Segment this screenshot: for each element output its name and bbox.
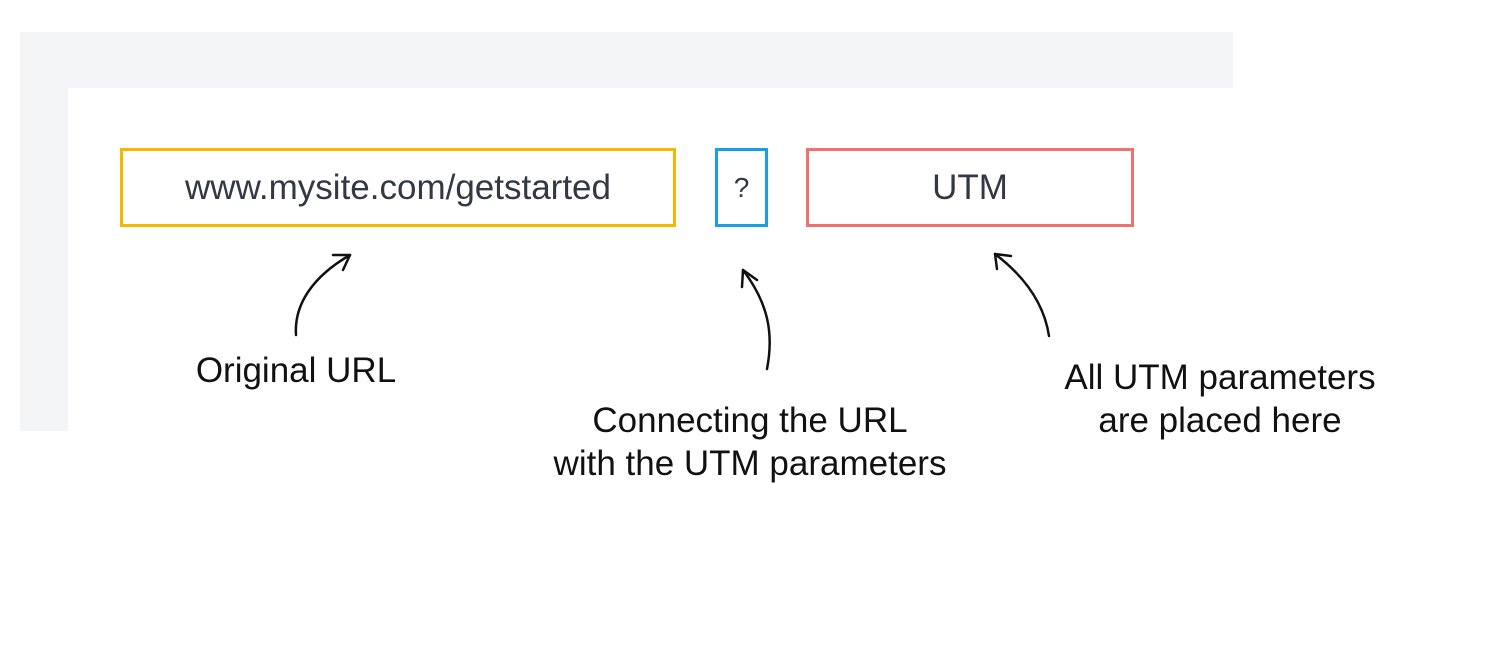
utm-parameters-caption: All UTM parameters are placed here [1020, 356, 1420, 442]
separator-pointer-arrow [740, 268, 771, 371]
caption-line: Connecting the URL [592, 401, 908, 440]
background-band-top [20, 32, 1233, 88]
url-pointer-arrow [294, 253, 352, 337]
utm-segment-box: UTM [806, 148, 1134, 227]
url-segment-text: www.mysite.com/getstarted [185, 167, 611, 207]
background-band-left [20, 88, 68, 431]
url-segment-box: www.mysite.com/getstarted [120, 148, 676, 227]
caption-line: Original URL [195, 351, 397, 390]
caption-line: with the UTM parameters [553, 444, 947, 483]
separator-segment-text: ? [733, 171, 750, 203]
separator-segment-box: ? [715, 148, 768, 227]
caption-line: All UTM parameters [1064, 358, 1376, 397]
utm-pointer-arrow [993, 252, 1051, 338]
connector-caption: Connecting the URL with the UTM paramete… [500, 399, 1000, 485]
caption-line: are placed here [1098, 401, 1342, 440]
utm-segment-text: UTM [932, 167, 1008, 207]
original-url-caption: Original URL [160, 349, 432, 392]
